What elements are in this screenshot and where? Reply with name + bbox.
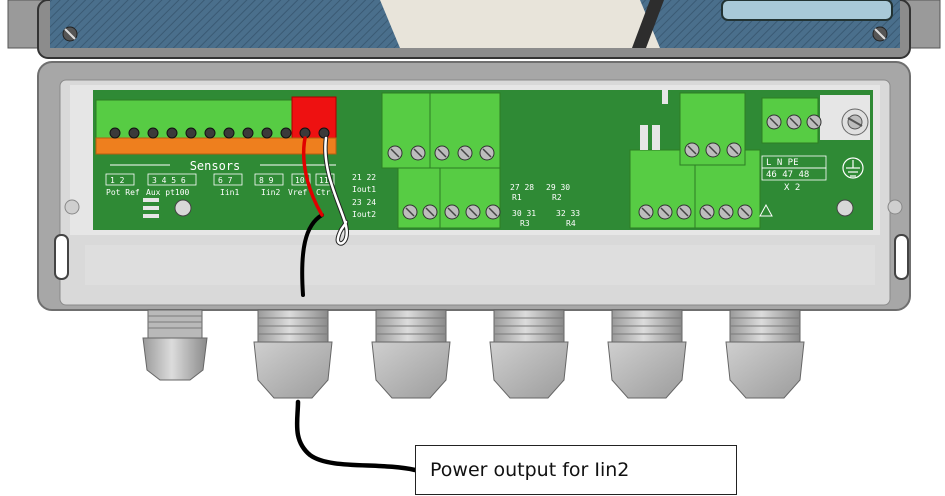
terminal-group-3-numbers: 6 7 xyxy=(218,176,233,185)
cable-gland-5 xyxy=(607,309,687,399)
cable-gland-6 xyxy=(725,309,805,399)
relay-label-2-numbers: 29 30 xyxy=(546,183,570,192)
sensor-terminal-strip: Sensors xyxy=(95,96,337,173)
terminal-group-3-caption: Iin1 xyxy=(220,188,239,197)
output-terminal-blocks xyxy=(381,92,501,229)
cable-gland-4 xyxy=(489,309,569,399)
terminal-group-2-caption: Aux pt100 xyxy=(146,188,190,197)
output-label-2: Iout1 xyxy=(352,185,376,194)
relay-labels: 27 28 R1 29 30 R2 30 31 R3 32 33 R4 xyxy=(510,183,580,228)
terminal-group-6-numbers: 11 xyxy=(319,176,329,185)
output-label-4: Iout2 xyxy=(352,210,376,219)
red-wire xyxy=(301,136,324,217)
terminal-group-4-caption: Iin2 xyxy=(261,188,280,197)
cable-gland-2 xyxy=(253,309,333,399)
terminal-group-6-caption: Ctrl xyxy=(316,188,335,197)
iin2-power-cable xyxy=(294,135,418,473)
power-label-bottom: X 2 xyxy=(784,183,800,193)
terminal-group-2-numbers: 3 4 5 6 xyxy=(152,176,186,185)
relay-label-2-caption: R2 xyxy=(552,193,562,202)
terminal-group-5-numbers: 10 xyxy=(295,176,305,185)
relay-label-3-caption: R3 xyxy=(520,219,530,228)
relay-label-4-caption: R4 xyxy=(566,219,576,228)
relay-label-1-numbers: 27 28 xyxy=(510,183,534,192)
sensors-label: Sensors xyxy=(190,159,241,173)
ground-symbol-icon xyxy=(842,157,864,179)
power-label-numbers: 46 47 48 xyxy=(766,170,809,180)
terminal-group-5-caption: Vref xyxy=(288,188,307,197)
output-label-1: 21 22 xyxy=(352,173,376,182)
relay-label-1-caption: R1 xyxy=(512,193,522,202)
callout-text: Power output for Iin2 xyxy=(430,459,630,481)
cable-gland-3 xyxy=(371,309,451,399)
relay-label-4-numbers: 32 33 xyxy=(556,209,580,218)
terminal-group-1-numbers: 1 2 xyxy=(110,176,125,185)
terminal-group-1-caption: Pot Ref xyxy=(106,188,140,197)
power-terminal-labels: L N PE 46 47 48 X 2 xyxy=(761,155,827,193)
black-wire-outside xyxy=(294,399,418,473)
power-label-top: L N PE xyxy=(766,158,799,168)
callout-box: Power output for Iin2 xyxy=(415,445,737,495)
relay-label-3-numbers: 30 31 xyxy=(512,209,536,218)
black-wire-inside xyxy=(300,213,324,297)
terminal-group-4-numbers: 8 9 xyxy=(259,176,274,185)
output-label-3: 23 24 xyxy=(352,198,376,207)
relay-terminal-blocks xyxy=(629,90,822,229)
cable-gland-1 xyxy=(142,309,208,381)
sensor-terminal-labels: 1 2 Pot Ref 3 4 5 6 Aux pt100 6 7 Iin1 8… xyxy=(105,173,376,219)
enclosure-lid xyxy=(0,0,945,59)
